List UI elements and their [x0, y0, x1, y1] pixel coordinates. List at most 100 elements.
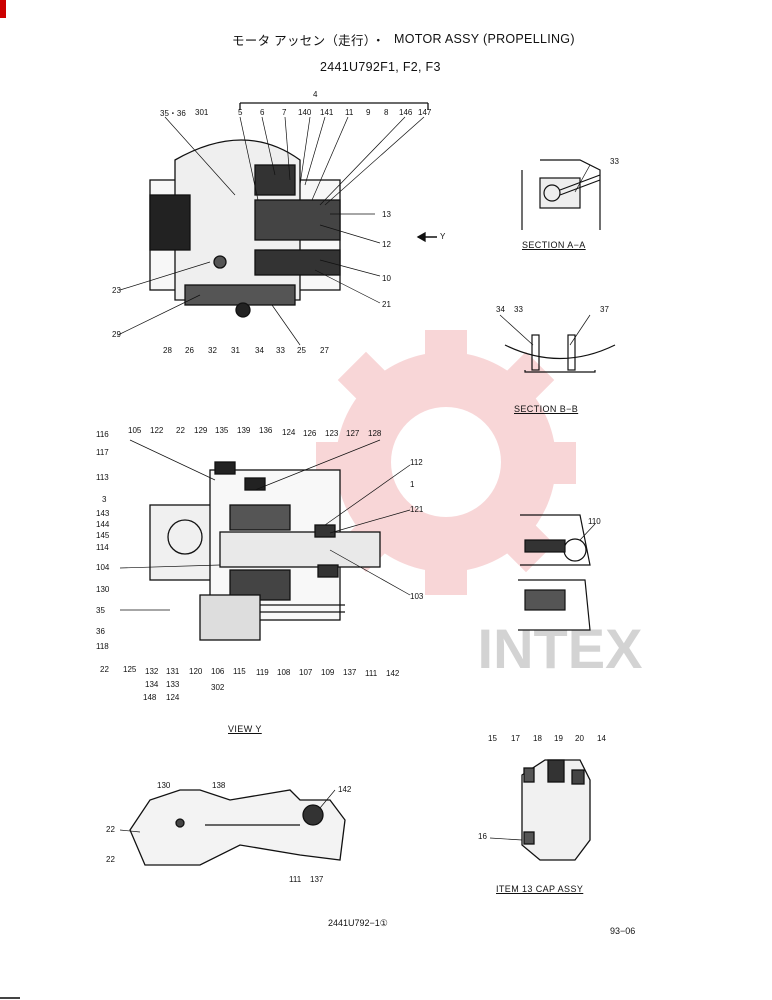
callout: 11 — [345, 108, 354, 117]
callout: 34 — [255, 346, 264, 355]
callout: 17 — [511, 734, 520, 743]
callout: 32 — [208, 346, 217, 355]
callout: 147 — [418, 108, 432, 117]
callout: 106 — [211, 667, 225, 676]
callout: 137 — [343, 668, 357, 677]
callout: 118 — [96, 642, 109, 651]
callout: 135 — [215, 426, 229, 435]
callout: 13 — [382, 210, 391, 219]
callout: 136 — [259, 426, 273, 435]
callout: 33 — [610, 157, 619, 166]
view-y-arrow-label: Y — [440, 232, 446, 241]
callout: 125 — [123, 665, 137, 674]
callout: 5 — [238, 108, 243, 117]
model-number: 2441U792F1, F2, F3 — [320, 60, 441, 74]
callout: 28 — [163, 346, 172, 355]
callout: 21 — [382, 300, 391, 309]
callout: 14 — [597, 734, 606, 743]
corner-mark — [0, 0, 6, 18]
callout: 116 — [96, 430, 109, 439]
callout: 27 — [320, 346, 329, 355]
callout: 130 — [96, 585, 110, 594]
callout: 145 — [96, 531, 110, 540]
callout: 35・36 — [160, 109, 186, 118]
callout: 129 — [194, 426, 208, 435]
callout: 144 — [96, 520, 110, 529]
callout: 103 — [410, 592, 424, 601]
callout: 142 — [338, 785, 352, 794]
callout: 29 — [112, 330, 121, 339]
callout: 138 — [212, 781, 226, 790]
callout: 25 — [297, 346, 306, 355]
callout: 9 — [366, 108, 371, 117]
callout: 114 — [96, 543, 109, 552]
callout: 110 — [588, 517, 601, 526]
callout: 8 — [384, 108, 389, 117]
callout: 117 — [96, 448, 109, 457]
callout: 105 — [128, 426, 142, 435]
callout: 148 — [143, 693, 157, 702]
motor-assembly-top — [149, 102, 437, 318]
callout: 124 — [166, 693, 180, 702]
callout: 107 — [299, 668, 313, 677]
callout: 12 — [382, 240, 391, 249]
callout: 137 — [310, 875, 324, 884]
callout: 127 — [346, 429, 360, 438]
title-japanese: モータ アッセン（走行） — [232, 34, 377, 48]
callout: 132 — [145, 667, 159, 676]
callout: 111 — [365, 669, 378, 678]
callout: 16 — [478, 832, 487, 841]
detail-fragment-drawing — [518, 514, 591, 631]
callout: 112 — [410, 458, 423, 467]
callout: 6 — [260, 108, 265, 117]
callout: 20 — [575, 734, 584, 743]
callout: 22 — [106, 825, 115, 834]
callout: 22 — [176, 426, 185, 435]
view-y-label: VIEW Y — [228, 724, 262, 734]
callout: 123 — [325, 429, 339, 438]
section-b-label: SECTION B−B — [514, 404, 579, 414]
callout: 141 — [320, 108, 334, 117]
revision-date: 93−06 — [610, 926, 636, 936]
callout: 120 — [189, 667, 203, 676]
section-b-drawing — [504, 334, 616, 373]
callout: 139 — [237, 426, 251, 435]
callout: 301 — [195, 108, 209, 117]
callout: 104 — [96, 563, 110, 572]
callout: 111 — [289, 875, 302, 884]
callout: 22 — [100, 665, 109, 674]
callout: 115 — [233, 667, 246, 676]
callout: 33 — [514, 305, 523, 314]
item13-label: ITEM 13 CAP ASSY — [496, 884, 584, 894]
title-separator: ・ — [372, 34, 385, 48]
callout: 36 — [96, 627, 105, 636]
callout: 142 — [386, 669, 400, 678]
callout: 121 — [410, 505, 424, 514]
callout: 10 — [382, 274, 391, 283]
callout: 26 — [185, 346, 194, 355]
callout: 113 — [96, 473, 109, 482]
callout: 19 — [554, 734, 563, 743]
callout: 15 — [488, 734, 497, 743]
callout: 4 — [313, 90, 318, 99]
callout: 37 — [600, 305, 609, 314]
watermark-text: INTEX — [478, 617, 643, 680]
callout: 130 — [157, 781, 171, 790]
callout: 3 — [102, 495, 107, 504]
callout: 1 — [410, 480, 415, 489]
callout: 128 — [368, 429, 382, 438]
leader-lines — [117, 116, 596, 841]
section-a-drawing — [521, 159, 601, 230]
title-english: MOTOR ASSY (PROPELLING) — [394, 32, 575, 46]
section-a-label: SECTION A−A — [522, 240, 586, 250]
callout: 33 — [276, 346, 285, 355]
callout: 131 — [166, 667, 180, 676]
view-y-drawing — [129, 789, 346, 866]
callout: 126 — [303, 429, 317, 438]
callout: 109 — [321, 668, 335, 677]
callout: 122 — [150, 426, 164, 435]
callout: 31 — [231, 346, 240, 355]
callout: 108 — [277, 668, 291, 677]
